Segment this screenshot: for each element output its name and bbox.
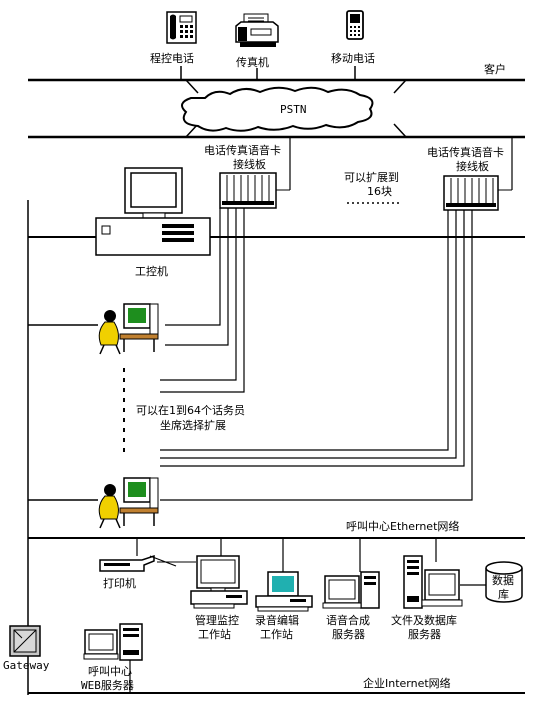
record-label-2: 工作站: [260, 627, 293, 641]
gateway-icon: [9, 625, 41, 657]
internet-label: 企业Internet网络: [363, 676, 451, 690]
file-label-1: 文件及数据库: [391, 613, 457, 627]
right-voice-card-icon: [443, 175, 512, 211]
database-cylinder-icon: [485, 561, 523, 603]
db-label-2: 库: [498, 588, 509, 601]
card-expand-label-2: 16块: [367, 185, 392, 198]
tts-label-1: 语音合成: [326, 613, 370, 627]
left-card-label-1: 电话传真语音卡: [204, 143, 281, 157]
fax-label: 传真机: [236, 55, 269, 69]
web-label-2: WEB服务器: [81, 679, 134, 692]
pstn-cloud-icon: [181, 86, 374, 132]
pstn-label: PSTN: [280, 103, 307, 116]
agent-seat-2-icon: [98, 477, 159, 529]
manage-label-2: 工作站: [198, 627, 231, 641]
mobile-label: 移动电话: [331, 52, 375, 65]
industrial-pc-icon: [95, 167, 211, 256]
tts-server-icon: [322, 571, 380, 609]
gateway-label: Gateway: [3, 659, 50, 672]
printer-icon: [99, 554, 177, 572]
mobile-phone-icon: [346, 10, 364, 40]
left-card-label-2: 接线板: [233, 157, 266, 171]
ethernet-label: 呼叫中心Ethernet网络: [346, 519, 459, 533]
card-expand-label-1: 可以扩展到: [344, 170, 399, 184]
agent-lines: [160, 208, 473, 501]
file-label-2: 服务器: [408, 628, 441, 641]
file-database-server-icon: [403, 555, 463, 609]
record-label-1: 录音编辑: [255, 613, 299, 627]
agent-seat-1-icon: [98, 303, 159, 355]
customer-label: 客户: [484, 62, 506, 76]
management-workstation-icon: [190, 555, 248, 609]
agent-expand-label-2: 坐席选择扩展: [160, 418, 226, 432]
right-card-label-1: 电话传真语音卡: [427, 145, 504, 159]
agent-expand-label-1: 可以在1到64个话务员: [136, 404, 245, 417]
left-voice-card-icon: [219, 172, 290, 209]
phone-label: 程控电话: [150, 51, 194, 65]
manage-label-1: 管理监控: [195, 613, 239, 627]
tts-label-2: 服务器: [332, 628, 365, 641]
web-label-1: 呼叫中心: [88, 665, 132, 678]
db-label-1: 数据: [492, 573, 514, 587]
recording-workstation-icon: [255, 571, 313, 612]
web-server-icon: [83, 623, 143, 661]
ipc-label: 工控机: [135, 264, 168, 278]
desk-phone-icon: [166, 11, 197, 44]
fax-machine-icon: [235, 13, 279, 47]
right-card-label-2: 接线板: [456, 159, 489, 173]
printer-label: 打印机: [103, 576, 136, 590]
